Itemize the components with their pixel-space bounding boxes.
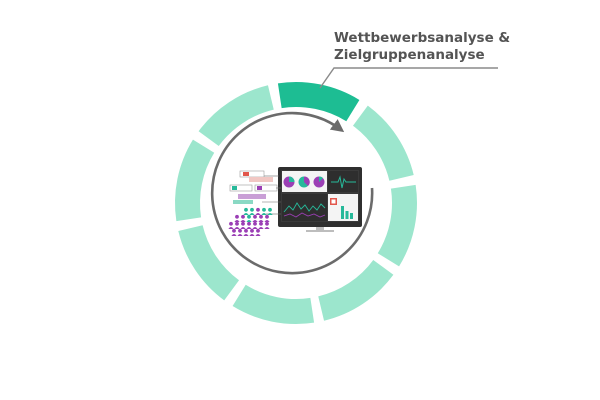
people-group-icon — [228, 207, 273, 236]
person-head — [229, 221, 233, 226]
person-head — [235, 214, 239, 219]
center-illustration — [228, 167, 362, 236]
person-head — [247, 221, 251, 226]
person-body — [243, 234, 249, 236]
person-head — [256, 207, 260, 212]
ring-segment — [232, 284, 315, 324]
person-head — [253, 221, 257, 226]
person-head — [244, 207, 248, 212]
callout-label: Wettbewerbsanalyse & Zielgruppenanalyse — [334, 30, 511, 64]
person-body — [255, 213, 261, 215]
profile-cards — [229, 170, 281, 215]
person-head — [238, 228, 242, 233]
person-head — [253, 214, 257, 219]
person-head — [268, 207, 272, 212]
person-body — [240, 227, 246, 229]
person-body — [234, 227, 240, 229]
pie-chart-icon — [283, 176, 325, 188]
ring-segment — [318, 259, 394, 321]
person-body — [240, 220, 246, 222]
ring-segment — [377, 184, 417, 267]
person-body — [261, 213, 267, 215]
bar-chart-icon — [330, 198, 353, 219]
person-body — [228, 227, 234, 229]
person-body — [246, 220, 252, 222]
person-body — [237, 234, 243, 236]
person-body — [267, 213, 273, 215]
person-head — [241, 214, 245, 219]
callout-line — [319, 67, 498, 89]
person-head — [250, 228, 254, 233]
person-head — [232, 228, 236, 233]
callout-label-line-2: Zielgruppenanalyse — [334, 47, 485, 63]
person-body — [264, 227, 270, 229]
person-body — [252, 227, 258, 229]
monitor-dashboard-icon — [278, 167, 362, 232]
ring-segments — [175, 82, 417, 324]
person-head — [259, 214, 263, 219]
person-head — [256, 228, 260, 233]
person-body — [258, 227, 264, 229]
person-body — [231, 234, 237, 236]
person-head — [235, 221, 239, 226]
heartbeat-line-icon — [331, 175, 356, 189]
callout-label-line-1: Wettbewerbsanalyse & — [334, 30, 511, 46]
person-head — [259, 221, 263, 226]
ring-segment — [198, 85, 274, 147]
person-head — [247, 214, 251, 219]
person-head — [265, 214, 269, 219]
person-head — [262, 207, 266, 212]
person-body — [243, 213, 249, 215]
ring-segment — [175, 139, 215, 222]
ring-segment-highlighted — [277, 82, 360, 122]
person-body — [255, 234, 261, 236]
person-body — [264, 220, 270, 222]
person-head — [250, 207, 254, 212]
person-head — [241, 221, 245, 226]
person-body — [249, 213, 255, 215]
person-body — [234, 220, 240, 222]
person-body — [258, 220, 264, 222]
person-body — [252, 220, 258, 222]
person-head — [244, 228, 248, 233]
person-body — [249, 234, 255, 236]
person-head — [265, 221, 269, 226]
person-body — [246, 227, 252, 229]
ring-segment — [178, 225, 240, 301]
cycle-arrow — [210, 111, 374, 275]
ring-segment — [352, 105, 414, 181]
